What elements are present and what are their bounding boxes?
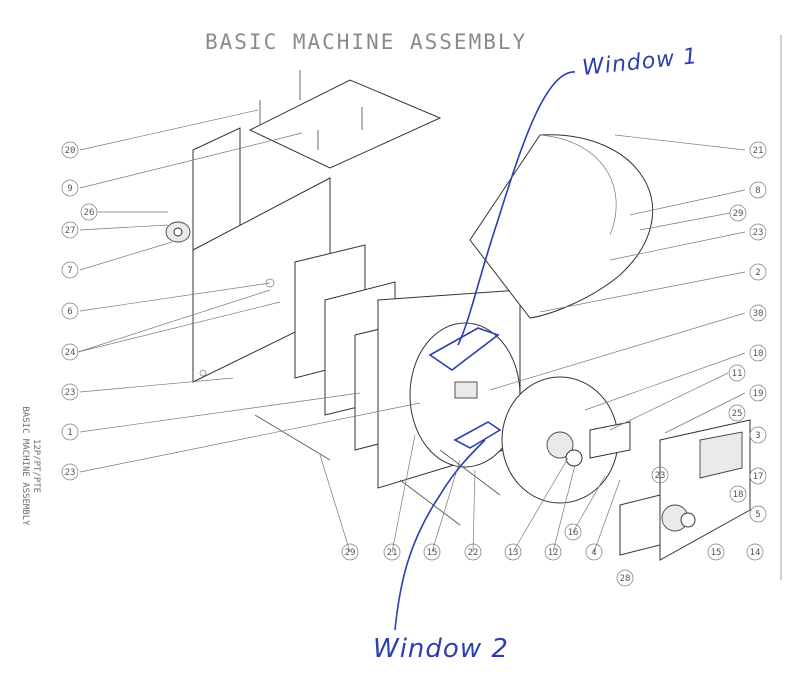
callout-label: 9: [67, 184, 72, 194]
callout-label: 3: [755, 431, 760, 441]
callout-circle: [749, 344, 767, 362]
hub-nut: [565, 449, 583, 467]
bearing-ring: [680, 512, 696, 528]
callout-circle: [464, 543, 482, 561]
callout-label: 20: [65, 146, 76, 156]
callout-circle: [616, 569, 634, 587]
callout-circle: [61, 179, 79, 197]
callout-circle: [729, 204, 747, 222]
callout-circle: [749, 181, 767, 199]
hopper-shroud: [469, 134, 654, 319]
callout-label: 6: [67, 307, 72, 317]
callout-label: 17: [753, 472, 764, 482]
callout-label: 24: [65, 348, 76, 358]
callout-label: 15: [711, 548, 722, 558]
callout-circle: [61, 221, 79, 239]
tie-rod: [399, 479, 461, 526]
callout-label: 30: [753, 309, 764, 319]
callout-label: 14: [750, 548, 761, 558]
callout-label: 12: [548, 548, 559, 558]
callout-label: 16: [568, 528, 579, 538]
callout-label: 23: [65, 468, 76, 478]
window2-outline: [453, 421, 502, 449]
window1-outline: [428, 327, 500, 371]
callout-circle: [61, 463, 79, 481]
callout-label: 27: [65, 226, 76, 236]
window2-annotation: Window 2: [373, 634, 509, 664]
callout-label: 23: [65, 388, 76, 398]
window1-arrow: [457, 71, 576, 346]
shaft-rod: [254, 414, 331, 461]
callout-label: 29: [345, 548, 356, 558]
callout-circle: [61, 343, 79, 361]
callout-label: 2: [755, 268, 760, 278]
callout-circle: [749, 384, 767, 402]
callout-label: 11: [732, 369, 743, 379]
callout-label: 7: [67, 266, 72, 276]
callout-label: 26: [84, 208, 95, 218]
callout-label: 15: [427, 548, 438, 558]
bearing-bore: [173, 227, 183, 237]
callout-label: 10: [753, 349, 764, 359]
callout-label: 25: [732, 409, 743, 419]
callout-label: 5: [755, 510, 760, 520]
callout-circle: [746, 543, 764, 561]
callout-label: 22: [468, 548, 479, 558]
callout-label: 21: [753, 146, 764, 156]
callout-label: 28: [620, 574, 631, 584]
shroud-edge: [539, 134, 617, 236]
callout-circle: [749, 263, 767, 281]
callout-circle: [749, 467, 767, 485]
callout-circle: [61, 141, 79, 159]
small-plate: [589, 421, 631, 459]
callout-circle: [728, 404, 746, 422]
callout-label: 29: [733, 209, 744, 219]
callout-circle: [749, 426, 767, 444]
callout-circle: [749, 223, 767, 241]
plate-hole: [199, 369, 207, 377]
callout-label: 19: [753, 389, 764, 399]
callout-circle: [504, 543, 522, 561]
drum-hub: [546, 431, 574, 459]
callout-circle: [729, 485, 747, 503]
callout-circle: [585, 543, 603, 561]
plate-hole: [265, 278, 275, 288]
callout-label: 13: [508, 548, 519, 558]
callout-circle: [749, 505, 767, 523]
callout-circle: [61, 383, 79, 401]
callout-circle: [341, 543, 359, 561]
callout-circle: [749, 141, 767, 159]
drawing-title: BASIC MACHINE ASSEMBLY: [205, 30, 528, 54]
callout-label: 1: [67, 428, 72, 438]
callout-label: 23: [655, 471, 666, 481]
window2-arrow: [394, 439, 486, 631]
callout-circle: [80, 203, 98, 221]
callout-circle: [749, 304, 767, 322]
top-cover-plate: [248, 79, 442, 169]
small-plate: [619, 494, 661, 556]
callout-circle: [383, 543, 401, 561]
callout-label: 8: [755, 186, 760, 196]
callout-group: 20 9 26 27 7 6 24 23 1 23 29 21 15: [61, 141, 767, 587]
callout-circle: [61, 302, 79, 320]
callout-label: 18: [733, 490, 744, 500]
callout-circle: [728, 364, 746, 382]
callout-circle: [544, 543, 562, 561]
callout-circle: [61, 261, 79, 279]
callout-circle: [564, 523, 582, 541]
callout-label: 21: [387, 548, 398, 558]
callout-circle: [707, 543, 725, 561]
shaft-block: [454, 381, 478, 399]
callout-label: 4: [591, 548, 596, 558]
callout-circle: [61, 423, 79, 441]
callout-circle: [423, 543, 441, 561]
tie-rod: [439, 449, 501, 496]
leader-lines: [77, 109, 746, 553]
callout-circle: [651, 466, 669, 484]
bracket-window: [699, 431, 743, 479]
callout-label: 23: [753, 228, 764, 238]
